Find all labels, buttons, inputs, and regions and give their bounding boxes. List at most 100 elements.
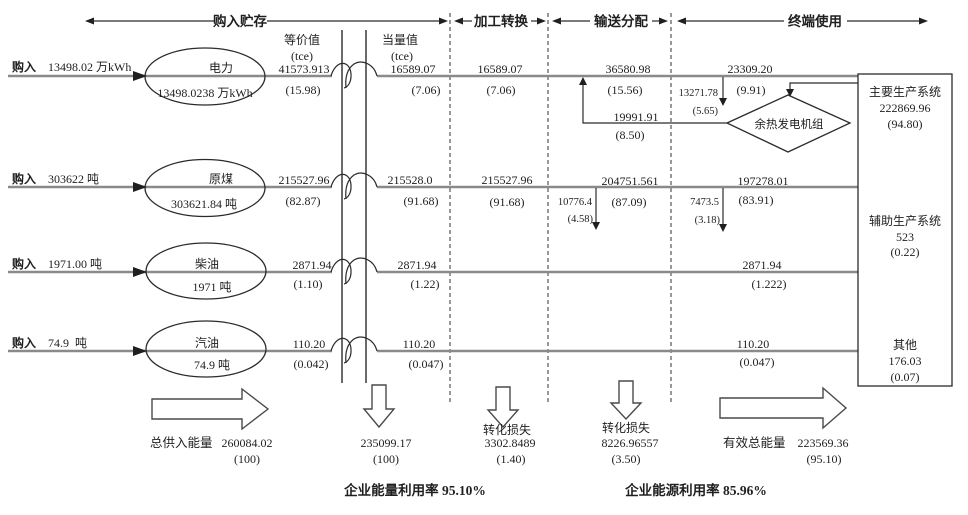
standard-pct: (91.68) bbox=[404, 194, 439, 208]
drop-arrowhead-icon bbox=[719, 224, 727, 232]
buy-label: 购入 bbox=[12, 171, 36, 186]
conversion-loss-arrow-icon bbox=[486, 386, 520, 429]
conversion-loss-pct: (1.40) bbox=[497, 452, 526, 466]
column-standard-unit: (tce) bbox=[391, 49, 413, 63]
equivalent-value: 215527.96 bbox=[279, 173, 330, 187]
end-use-pct: (9.91) bbox=[737, 83, 766, 97]
standard-value: 2871.94 bbox=[398, 258, 437, 272]
up-arrowhead-icon bbox=[579, 77, 587, 85]
effective-energy-arrow-icon bbox=[719, 386, 848, 430]
effective-energy-value: 223569.36 bbox=[798, 436, 849, 450]
arrow-right-icon bbox=[659, 17, 668, 25]
source-ellipse-diesel bbox=[145, 242, 267, 300]
standard-pct: (7.06) bbox=[412, 83, 441, 97]
flow-arrowhead-icon bbox=[133, 267, 147, 277]
conversion-loss-value: 3302.8489 bbox=[485, 436, 536, 450]
standard-value: 215528.0 bbox=[388, 173, 433, 187]
conversion-cross-icon bbox=[345, 257, 378, 285]
flow-arrowhead-icon bbox=[133, 182, 147, 192]
source-ellipse-coal bbox=[144, 158, 266, 218]
drop-pct: (5.65) bbox=[693, 106, 719, 117]
equivalent-value: 2871.94 bbox=[293, 258, 332, 272]
stock-quantity: 1971 吨 bbox=[192, 280, 231, 294]
end-use-value: 2871.94 bbox=[743, 258, 782, 272]
effective-energy-label: 有效总能量 bbox=[723, 435, 786, 450]
arrow-left-icon bbox=[677, 17, 686, 25]
end-use-pct: (83.91) bbox=[739, 193, 774, 207]
standard-pct: (0.047) bbox=[409, 357, 444, 371]
end-use-value: 197278.01 bbox=[738, 174, 789, 188]
standard-value: 110.20 bbox=[403, 337, 436, 351]
drop-arrowhead-icon bbox=[592, 222, 600, 230]
arrow-left-icon bbox=[454, 17, 463, 25]
end-use-pct: (1.222) bbox=[752, 277, 787, 291]
arrow-right-icon bbox=[537, 17, 546, 25]
flow-row-diesel: 1971.00 吨 购入 柴油 1971 吨 2871.94 (1.10) 28… bbox=[8, 242, 858, 300]
distribution-pct: (87.09) bbox=[612, 195, 647, 209]
column-standard-label: 当量值 bbox=[382, 32, 418, 47]
source-name: 汽油 bbox=[195, 335, 219, 350]
equivalent-pct: (82.87) bbox=[286, 194, 321, 208]
conversion-loss-label: 转化损失 bbox=[483, 422, 531, 437]
conversion-cross-icon bbox=[330, 337, 352, 364]
total-supply-pct: (100) bbox=[234, 452, 260, 466]
other-pct: (0.07) bbox=[891, 370, 920, 384]
waste-heat-diamond bbox=[725, 94, 852, 153]
waste-heat-output-pct: (8.50) bbox=[616, 128, 645, 142]
distribution-loss-value: 8226.96557 bbox=[602, 436, 659, 450]
standard-total-arrow-icon bbox=[362, 384, 396, 429]
main-system-pct: (94.80) bbox=[888, 117, 923, 131]
phase-label-distribution: 输送分配 bbox=[594, 13, 648, 29]
equivalent-pct: (15.98) bbox=[286, 83, 321, 97]
drop-value: 13271.78 bbox=[679, 88, 718, 99]
other-label: 其他 bbox=[893, 338, 917, 352]
buy-quantity: 1971.00 吨 bbox=[48, 257, 102, 271]
buy-quantity: 303622 吨 bbox=[48, 172, 99, 186]
distribution-value: 36580.98 bbox=[606, 62, 651, 76]
column-equivalent-unit: (tce) bbox=[291, 49, 313, 63]
source-name: 柴油 bbox=[195, 257, 219, 271]
flow-row-gasoline: 74.9 吨 购入 汽油 74.9 吨 110.20 (0.042) 110.2… bbox=[8, 320, 858, 378]
conversion-cross-icon bbox=[345, 336, 378, 364]
conversion-value: 215527.96 bbox=[482, 173, 533, 187]
arrow-left-icon bbox=[552, 17, 561, 25]
drop-value: 10776.4 bbox=[558, 197, 593, 208]
main-system-label: 主要生产系统 bbox=[869, 85, 941, 99]
flow-row-coal: 303622 吨 购入 原煤 303621.84 吨 215527.96 (82… bbox=[8, 158, 858, 232]
conversion-cross-icon bbox=[345, 172, 378, 200]
arrow-right-icon bbox=[919, 17, 928, 25]
flow-arrowhead-icon bbox=[133, 346, 147, 356]
source-name: 原煤 bbox=[209, 172, 233, 186]
standard-total-value: 235099.17 bbox=[361, 436, 412, 450]
total-supply-arrow-icon bbox=[151, 387, 270, 431]
standard-value: 16589.07 bbox=[391, 62, 436, 76]
effective-energy-pct: (95.10) bbox=[807, 452, 842, 466]
source-ellipse-electricity bbox=[144, 47, 266, 106]
drop-value: 7473.5 bbox=[690, 197, 719, 208]
equivalent-pct: (0.042) bbox=[294, 357, 329, 371]
buy-label: 购入 bbox=[12, 256, 36, 271]
waste-heat-label: 余热发电机组 bbox=[755, 117, 824, 131]
source-name: 电力 bbox=[209, 61, 233, 75]
drop-arrowhead-icon bbox=[719, 98, 727, 106]
stock-quantity: 13498.0238 万kWh bbox=[157, 86, 252, 100]
down-arrowhead-icon bbox=[786, 89, 794, 97]
end-use-value: 110.20 bbox=[737, 337, 770, 351]
flow-row-electricity: 13498.02 万kWh 购入 电力 13498.0238 万kWh 4157… bbox=[8, 47, 858, 117]
conversion-cross-icon bbox=[330, 173, 352, 200]
main-system-value: 222869.96 bbox=[880, 101, 931, 115]
drop-pct: (3.18) bbox=[695, 215, 721, 226]
end-use-rect bbox=[857, 73, 953, 387]
conversion-value: 16589.07 bbox=[478, 62, 523, 76]
buy-label: 购入 bbox=[12, 335, 36, 350]
flow-arrowhead-icon bbox=[133, 71, 147, 81]
energy-source-utilization-rate: 企业能源利用率 85.96% bbox=[624, 482, 767, 498]
conversion-pct: (7.06) bbox=[487, 83, 516, 97]
box-to-diamond-line bbox=[789, 82, 858, 90]
other-value: 176.03 bbox=[889, 354, 922, 368]
column-headers: 等价值 (tce) 当量值 (tce) bbox=[284, 32, 418, 63]
column-equivalent-label: 等价值 bbox=[284, 32, 320, 47]
distribution-loss-pct: (3.50) bbox=[612, 452, 641, 466]
